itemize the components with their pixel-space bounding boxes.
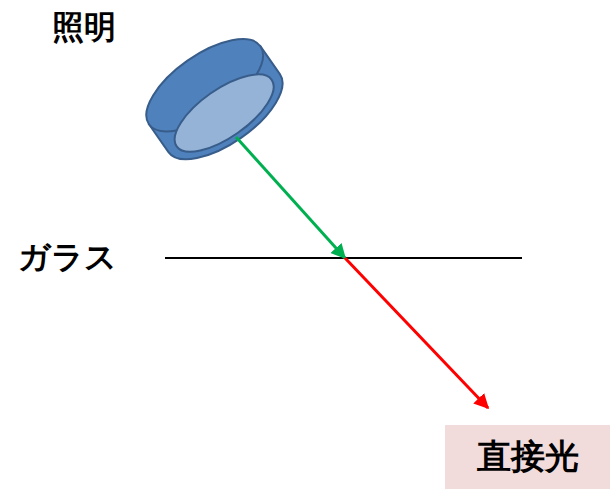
incident-arrow xyxy=(236,137,345,258)
text-label: ガラス xyxy=(18,240,117,275)
text-label: 照明 xyxy=(52,10,116,45)
transmitted-arrow xyxy=(345,258,488,408)
lamp-symbol xyxy=(132,22,297,177)
box-text: 直接光 xyxy=(477,438,579,475)
result-box: 直接光 xyxy=(445,425,610,489)
